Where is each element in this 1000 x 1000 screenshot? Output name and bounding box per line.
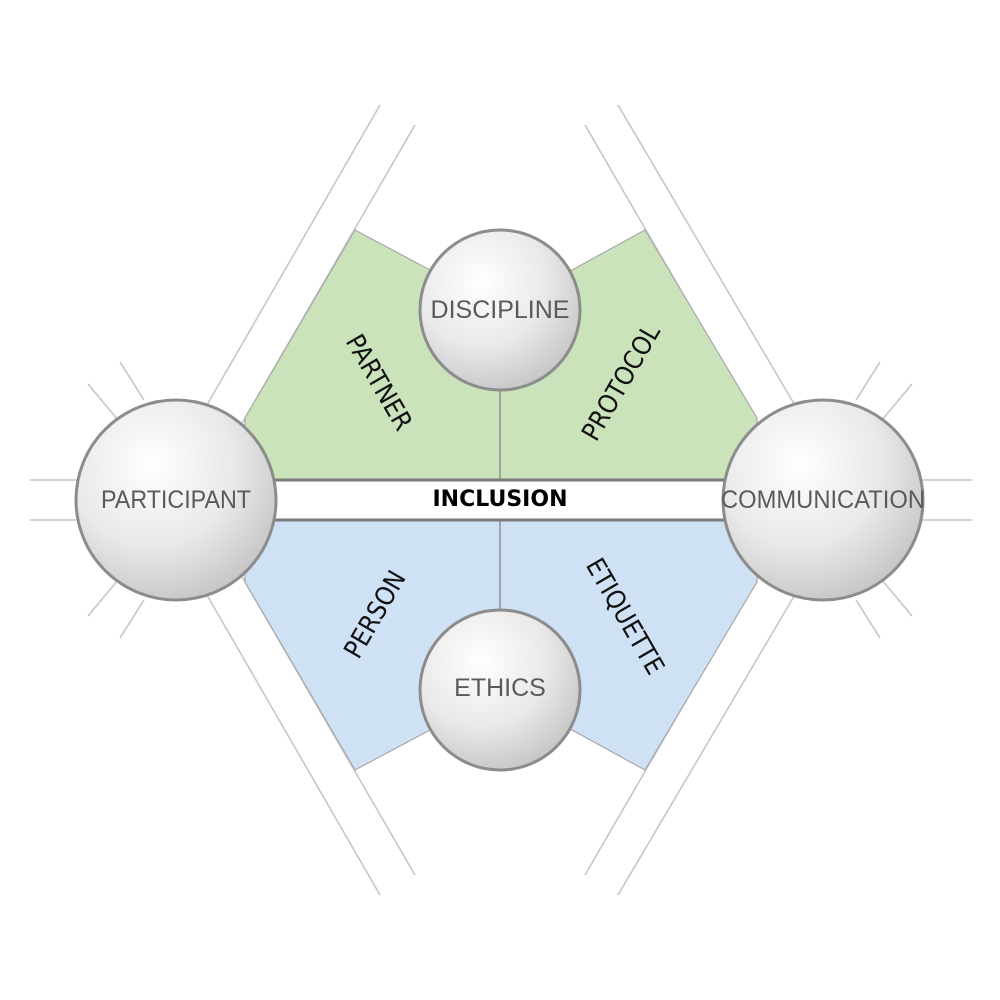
inclusion-band: INCLUSION [270,478,730,522]
participant-label: PARTICIPANT [101,486,251,514]
guide-line [195,104,381,425]
discipline-label: DISCIPLINE [431,296,570,324]
guide-line [617,104,807,425]
guide-line [119,361,145,401]
discipline-sphere [418,228,582,392]
ethics-sphere [418,608,582,772]
guide-line [881,579,913,617]
ethics-node: ETHICS [418,608,582,772]
ethics-label: ETHICS [454,674,546,702]
guide-line [87,383,119,421]
inclusion-label: INCLUSION [433,487,568,512]
communication-label: COMMUNICATION [721,486,925,514]
guide-line [855,361,881,401]
guide-line [881,383,913,421]
communication-node: COMMUNICATION [721,398,925,602]
guide-line [855,599,881,639]
guide-line [195,575,381,896]
guide-line [87,579,119,617]
discipline-node: DISCIPLINE [418,228,582,392]
inclusion-band-fill [270,480,730,520]
communication-sphere [721,398,925,602]
participant-node: PARTICIPANT [74,398,278,602]
guide-line [119,599,145,639]
guide-line [617,575,807,896]
participant-sphere [74,398,278,602]
